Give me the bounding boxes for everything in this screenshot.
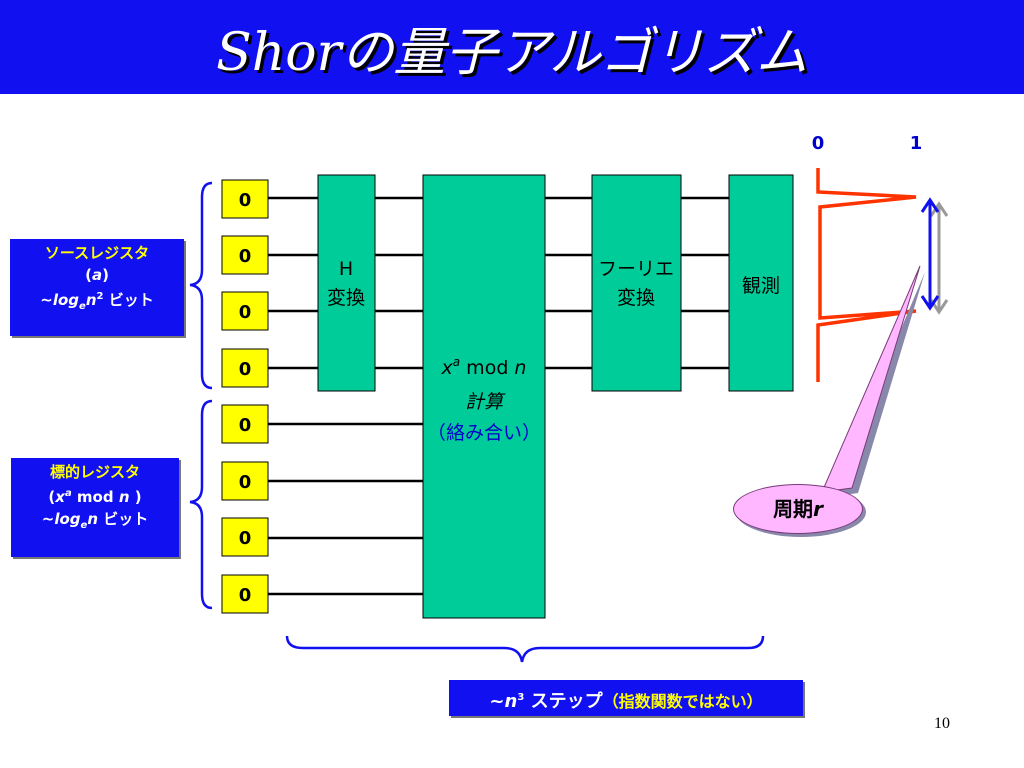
target-register-name: 標的レジスタ bbox=[49, 463, 140, 481]
qubit-box bbox=[221, 291, 269, 331]
modexp-label-2: 計算 bbox=[465, 391, 506, 413]
period-callout: 周期r bbox=[733, 484, 863, 534]
fourier-label: フーリエ bbox=[598, 258, 674, 280]
qubit-boxes: 0 0 0 0 0 0 0 0 bbox=[221, 179, 269, 614]
slide-title: Shorの量子アルゴリズム bbox=[216, 23, 808, 83]
fourier-gate bbox=[591, 174, 682, 392]
axis-label-zero: 0 bbox=[812, 133, 825, 154]
hadamard-gate bbox=[317, 174, 376, 392]
source-register-label: ソースレジスタ (a) ~logen2 ビット bbox=[10, 239, 184, 336]
source-register-var: (a) bbox=[85, 266, 109, 284]
measure-gate bbox=[728, 174, 794, 392]
qubit-label: 0 bbox=[239, 415, 252, 436]
source-register-size: ~logen2 ビット bbox=[40, 291, 154, 312]
axis-label-one: 1 bbox=[910, 133, 923, 154]
qubit-label: 0 bbox=[239, 246, 252, 267]
modexp-label-3: （絡み合い） bbox=[427, 422, 541, 444]
qubit-box bbox=[221, 179, 269, 219]
source-register-brace bbox=[189, 181, 213, 390]
qubit-box bbox=[221, 348, 269, 388]
target-register-brace bbox=[189, 399, 213, 610]
wires bbox=[268, 196, 729, 596]
measure-label: 観測 bbox=[742, 275, 780, 297]
qubit-label: 0 bbox=[239, 302, 252, 323]
callout-pointer bbox=[821, 265, 921, 493]
hadamard-label: H bbox=[339, 258, 353, 280]
steps-brace bbox=[285, 635, 765, 663]
modexp-gate bbox=[422, 174, 546, 619]
modexp-label: xa mod n bbox=[441, 355, 527, 379]
qubit-box bbox=[221, 574, 269, 614]
probability-peaks bbox=[816, 168, 917, 382]
qubit-label: 0 bbox=[239, 585, 252, 606]
target-register-size: ~logen ビット bbox=[41, 510, 149, 531]
qubit-label: 0 bbox=[239, 528, 252, 549]
target-register-label: 標的レジスタ (xa mod n ) ~logen ビット bbox=[11, 458, 179, 557]
qubit-box bbox=[221, 235, 269, 275]
source-register-name: ソースレジスタ bbox=[44, 244, 150, 262]
qubit-label: 0 bbox=[239, 472, 252, 493]
qubit-label: 0 bbox=[239, 359, 252, 380]
qubit-box bbox=[221, 461, 269, 501]
page-number: 10 bbox=[934, 715, 950, 732]
fourier-label-2: 変換 bbox=[617, 287, 655, 309]
title-bar bbox=[0, 0, 1024, 94]
qubit-label: 0 bbox=[239, 190, 252, 211]
period-arrow bbox=[920, 197, 940, 311]
hadamard-label-2: 変換 bbox=[327, 287, 365, 309]
steps-label: ~n3 ステップ（指数関数ではない） bbox=[449, 680, 803, 716]
qubit-box bbox=[221, 404, 269, 444]
period-arrow-shadow bbox=[929, 201, 949, 315]
target-register-var: (xa mod n ) bbox=[48, 488, 142, 506]
qubit-box bbox=[221, 517, 269, 557]
